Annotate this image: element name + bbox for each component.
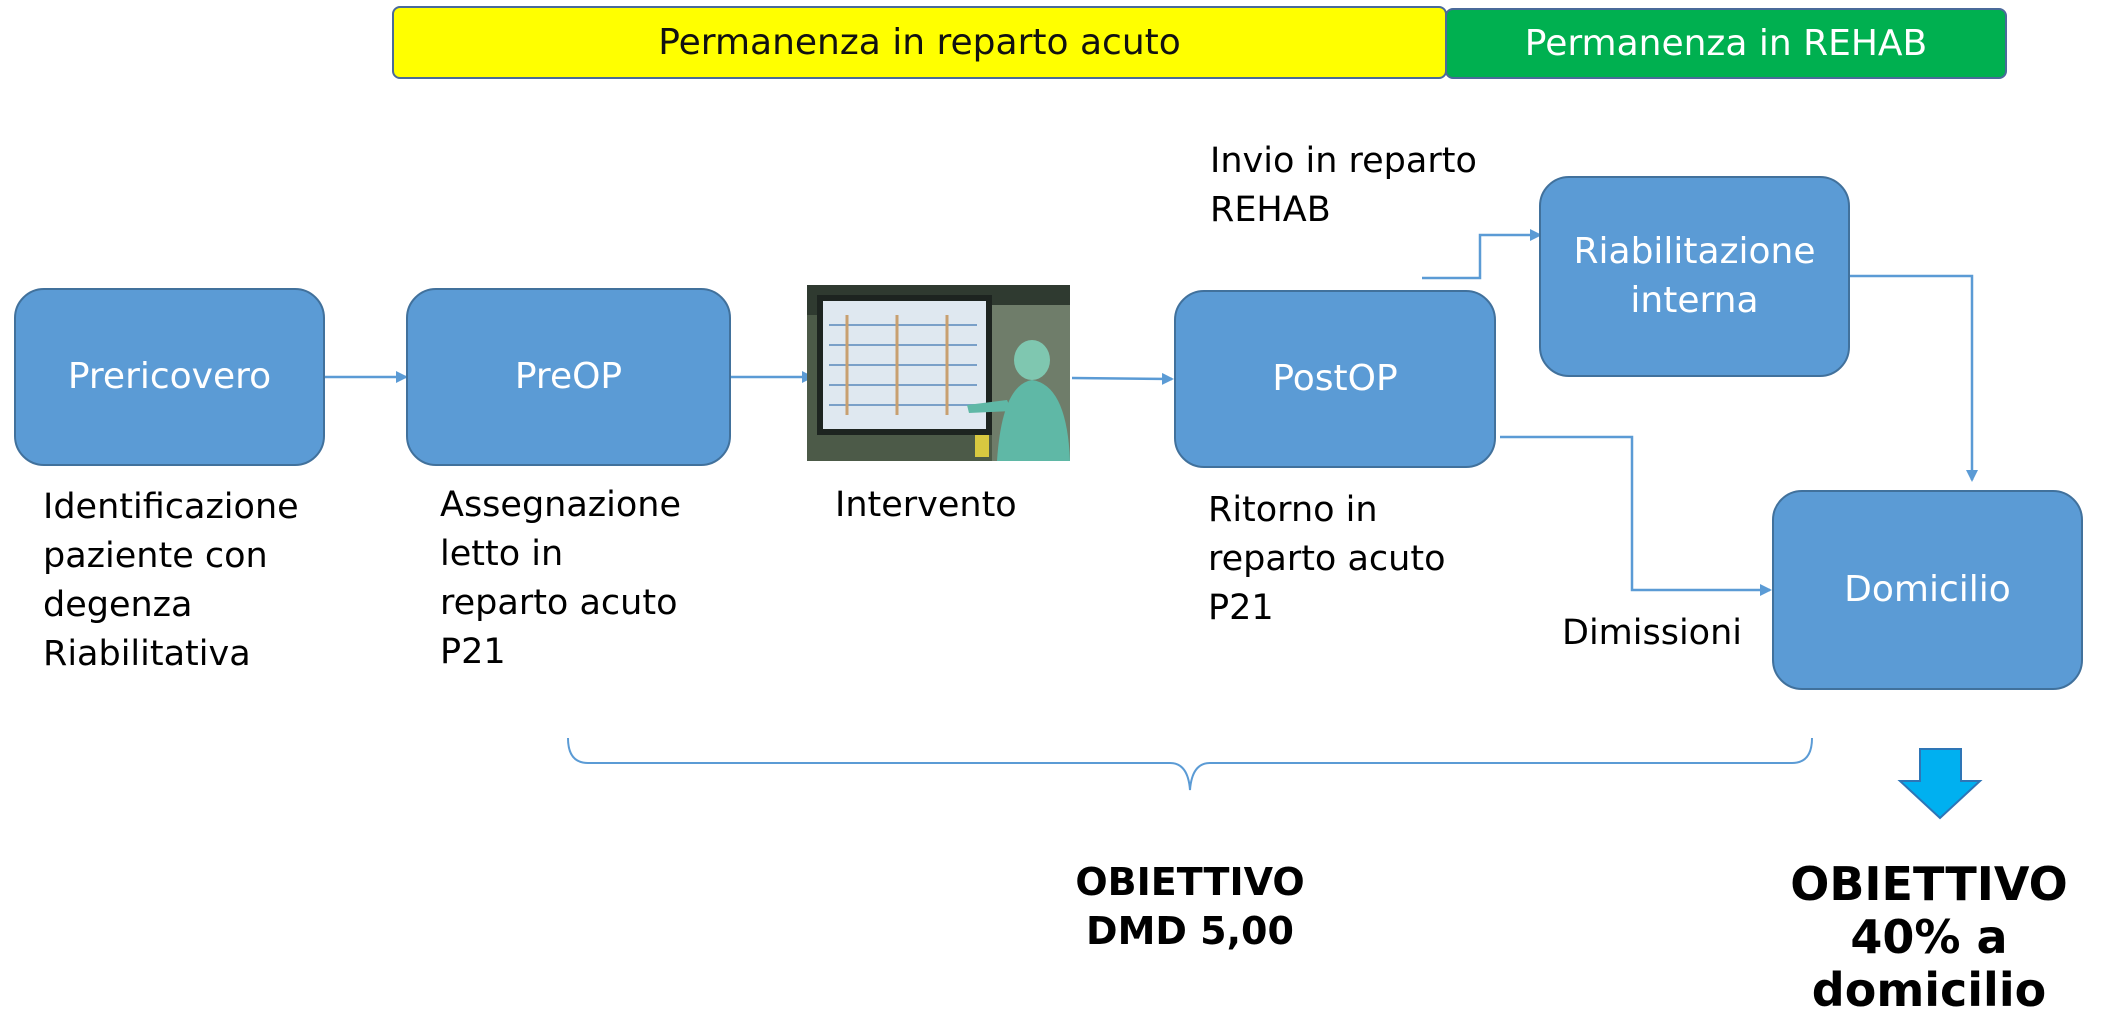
node-preop: PreOP (406, 288, 731, 466)
arrow-riabilitazione-domicilio (1850, 274, 1978, 482)
operating-room-photo (807, 285, 1070, 461)
caption-invio-rehab: Invio in reparto REHAB (1210, 141, 1477, 230)
node-domicilio-label: Domicilio (1844, 568, 2011, 610)
goal-domicilio: OBIETTIVO 40% a domicilio (1790, 857, 2068, 1017)
node-riabilitazione: Riabilitazione interna (1539, 176, 1850, 377)
node-preop-label: PreOP (514, 355, 623, 397)
node-postop-label: PostOP (1272, 357, 1398, 399)
rehab-stay-label: Permanenza in REHAB (1524, 23, 1928, 64)
down-arrow-icon (1897, 748, 1983, 820)
node-postop: PostOP (1174, 290, 1496, 468)
caption-dimissioni: Dimissioni (1562, 613, 1743, 653)
arrow-postop-riabilitazione (1422, 229, 1542, 280)
timeline-brace (567, 737, 1813, 791)
caption-prericovero: Identificazione paziente con degenza Ria… (43, 487, 299, 674)
node-prericovero-label: Prericovero (67, 355, 272, 397)
node-domicilio: Domicilio (1772, 490, 2083, 690)
acute-stay-label: Permanenza in reparto acuto (658, 22, 1181, 63)
goal-dmd: OBIETTIVO DMD 5,00 (1075, 860, 1305, 954)
node-riabilitazione-label: Riabilitazione interna (1573, 230, 1816, 321)
rehab-stay-band: Permanenza in REHAB (1445, 8, 2007, 79)
acute-stay-band: Permanenza in reparto acuto (392, 6, 1447, 79)
arrow-intervento-postop (1071, 372, 1174, 385)
caption-postop: Ritorno in reparto acuto P21 (1208, 490, 1446, 628)
caption-intervento: Intervento (835, 485, 1017, 525)
node-prericovero: Prericovero (14, 288, 325, 466)
arrow-postop-domicilio (1500, 435, 1772, 596)
caption-preop: Assegnazione letto in reparto acuto P21 (440, 485, 682, 672)
connectors (325, 229, 1983, 820)
